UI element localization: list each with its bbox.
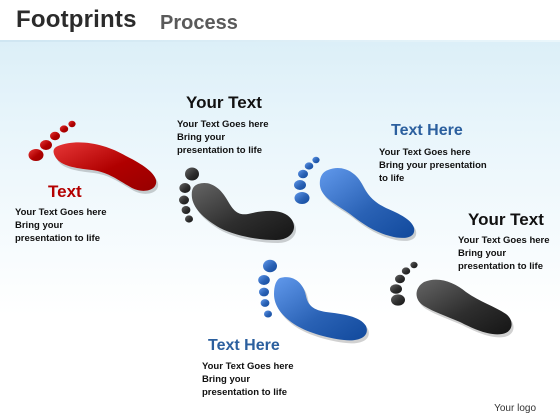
footprint-toe (40, 140, 52, 150)
footprint-5-icon (390, 261, 514, 338)
footprint-toe (304, 162, 314, 170)
footprint-sole (319, 167, 415, 238)
footprint-toe (59, 125, 69, 133)
footprint-toe (181, 206, 191, 214)
step-1-body: Your Text Goes here Bring your presentat… (15, 207, 107, 244)
step-2-body: Your Text Goes here Bring your presentat… (177, 119, 269, 156)
slide-subtitle: Process (160, 12, 238, 34)
slide-title: Footprints (16, 6, 137, 33)
footprint-toe (391, 294, 405, 306)
step-2-heading: Your Text (186, 93, 262, 112)
footprint-toe (68, 120, 76, 128)
footprint-toe (259, 287, 269, 297)
footprint-toe (50, 131, 60, 141)
logo-placeholder: Your logo (494, 403, 536, 414)
step-4-heading: Text Here (208, 337, 280, 354)
header: Footprints Process (0, 0, 560, 40)
step-3-heading: Text Here (391, 122, 463, 139)
footprint-sole (416, 279, 512, 335)
footprint-sole (53, 142, 157, 191)
step-5-heading: Your Text (468, 210, 544, 229)
footprint-toe (294, 180, 306, 190)
footprint-1-icon (28, 120, 159, 194)
header-divider (0, 40, 560, 42)
step-3-body: Your Text Goes here Bring your presentat… (379, 147, 487, 184)
step-1-heading: Text (48, 182, 82, 201)
footprint-toe (185, 167, 199, 181)
footprint-3-icon (294, 156, 417, 241)
footprint-toe (260, 299, 270, 307)
footprint-toe (263, 259, 277, 273)
footprint-toe (410, 261, 418, 269)
footprint-toe (401, 267, 411, 275)
footprint-sole (191, 182, 295, 240)
footprint-2-icon (179, 167, 297, 243)
footprint-toe (185, 215, 193, 223)
footprint-toe (312, 156, 320, 164)
footprint-toe (258, 275, 270, 285)
footprint-toe (179, 183, 191, 193)
footprint-toe (390, 284, 402, 294)
step-4-body: Your Text Goes here Bring your presentat… (202, 361, 294, 398)
footprint-toe (395, 274, 405, 284)
footprint-4-icon (258, 259, 369, 344)
footprint-toe (28, 149, 44, 161)
footprint-sole (274, 277, 367, 341)
footprint-toe (264, 310, 272, 318)
footprint-toe (294, 192, 310, 204)
footprint-toe (298, 169, 308, 179)
step-5-body: Your Text Goes here Bring your presentat… (458, 235, 550, 272)
footprint-toe (179, 195, 189, 205)
